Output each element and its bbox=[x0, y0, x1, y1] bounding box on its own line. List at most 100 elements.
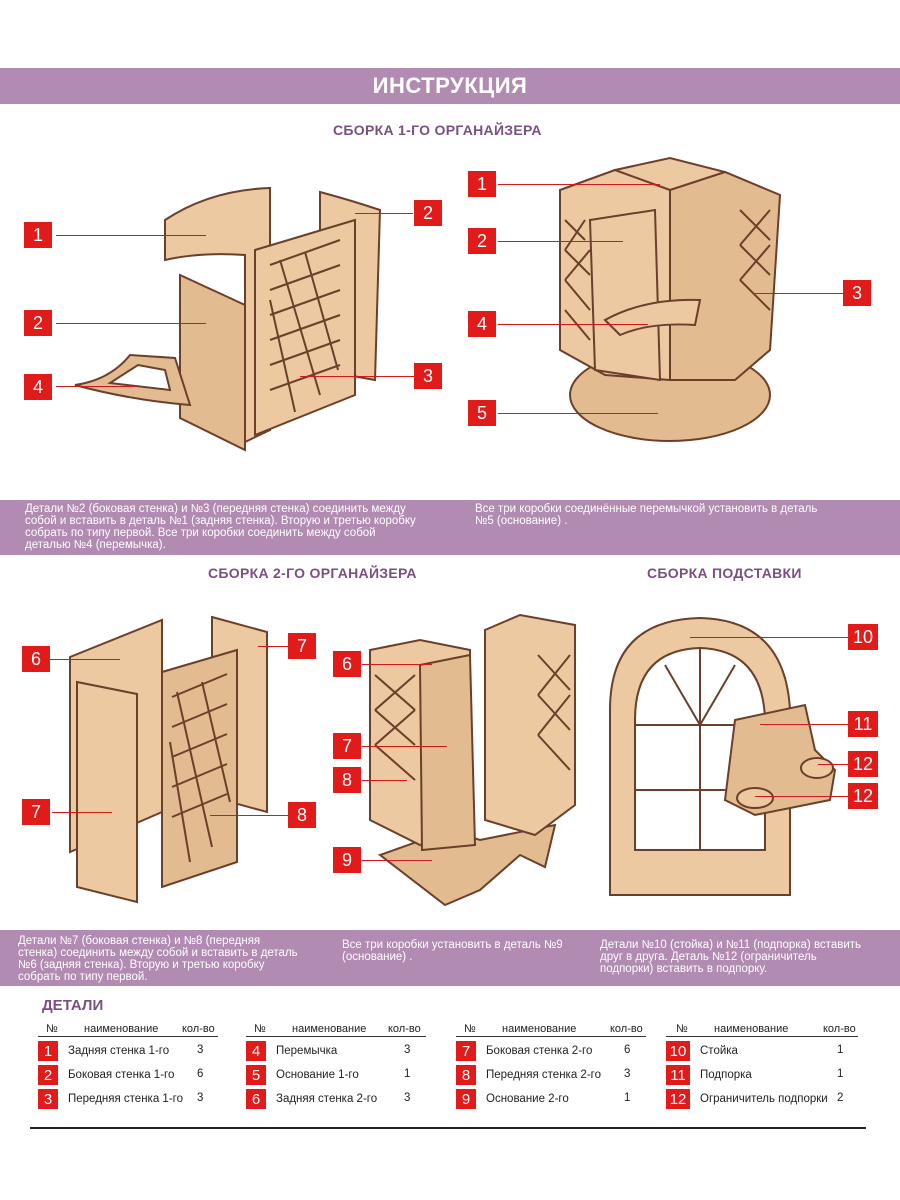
part-row: 12 Ограничитель подпорки bbox=[666, 1089, 828, 1109]
part-qty: 2 bbox=[837, 1092, 844, 1104]
callout-leader bbox=[760, 724, 848, 725]
callout-2: 2 bbox=[468, 228, 496, 254]
organizer-2-exploded-illustration bbox=[69, 615, 268, 904]
instruction-text: Детали №10 (стойка) и №11 (подпорка) вст… bbox=[600, 939, 862, 975]
part-qty: 1 bbox=[624, 1092, 631, 1104]
callout-7: 7 bbox=[333, 733, 361, 759]
callout-leader bbox=[818, 764, 848, 765]
part-qty: 3 bbox=[624, 1068, 631, 1080]
part-qty: 3 bbox=[197, 1044, 204, 1056]
callout-8: 8 bbox=[288, 802, 316, 828]
part-name: Боковая стенка 2-го bbox=[486, 1045, 593, 1057]
divider bbox=[456, 1036, 646, 1037]
description-band bbox=[0, 500, 900, 555]
part-row: 4 Перемычка bbox=[246, 1041, 337, 1061]
callout-leader bbox=[498, 413, 658, 414]
part-row: 5 Основание 1-го bbox=[246, 1065, 359, 1085]
callout-leader bbox=[498, 184, 660, 185]
part-qty: 1 bbox=[837, 1068, 844, 1080]
instruction-text: Все три коробки установить в деталь №9(о… bbox=[342, 939, 563, 963]
part-row: 1 Задняя стенка 1-го bbox=[38, 1041, 169, 1061]
callout-7: 7 bbox=[22, 799, 50, 825]
callout-4: 4 bbox=[468, 311, 496, 337]
callout-leader bbox=[498, 324, 648, 325]
col-head-name: наименование bbox=[292, 1023, 367, 1035]
organizer-1-exploded-illustration bbox=[74, 186, 382, 452]
callout-leader bbox=[362, 746, 447, 747]
part-number: 8 bbox=[456, 1065, 476, 1085]
part-number: 7 bbox=[456, 1041, 476, 1061]
bottom-divider bbox=[30, 1127, 866, 1129]
callout-6: 6 bbox=[22, 646, 50, 672]
part-qty: 1 bbox=[837, 1044, 844, 1056]
callout-4: 4 bbox=[24, 374, 52, 400]
callout-leader bbox=[50, 659, 120, 660]
description-band bbox=[0, 930, 900, 986]
organizer-2-assembled-illustration bbox=[369, 613, 576, 907]
page-banner: ИНСТРУКЦИЯ bbox=[0, 68, 900, 104]
parts-title: ДЕТАЛИ bbox=[42, 997, 104, 1014]
part-qty: 3 bbox=[404, 1044, 411, 1056]
part-name: Ограничитель подпорки bbox=[700, 1093, 828, 1105]
part-qty: 1 bbox=[404, 1068, 411, 1080]
part-qty: 3 bbox=[197, 1092, 204, 1104]
callout-1: 1 bbox=[24, 222, 52, 248]
part-number: 4 bbox=[246, 1041, 266, 1061]
instruction-text: Детали №2 (боковая стенка) и №3 (передня… bbox=[25, 503, 416, 551]
divider bbox=[246, 1036, 426, 1037]
instruction-text: Все три коробки соединённые перемычкой у… bbox=[475, 503, 818, 527]
col-head-num: № bbox=[464, 1023, 476, 1035]
col-head-qty: кол-во bbox=[182, 1023, 215, 1035]
part-row: 9 Основание 2-го bbox=[456, 1089, 569, 1109]
stand-illustration bbox=[609, 616, 837, 896]
callout-5: 5 bbox=[468, 400, 496, 426]
part-name: Основание 2-го bbox=[486, 1093, 569, 1105]
part-name: Задняя стенка 2-го bbox=[276, 1093, 378, 1105]
part-name: Стойка bbox=[700, 1045, 738, 1057]
callout-leader bbox=[498, 241, 623, 242]
organizer-1-assembled-illustration bbox=[559, 156, 782, 442]
page-title: ИНСТРУКЦИЯ bbox=[372, 73, 528, 98]
part-number: 12 bbox=[666, 1089, 690, 1109]
callout-7: 7 bbox=[288, 633, 316, 659]
callout-1: 1 bbox=[468, 171, 496, 197]
callout-leader bbox=[362, 860, 432, 861]
part-row: 7 Боковая стенка 2-го bbox=[456, 1041, 592, 1061]
part-number: 10 bbox=[666, 1041, 690, 1061]
callout-leader bbox=[56, 235, 206, 236]
part-number: 6 bbox=[246, 1089, 266, 1109]
callout-3: 3 bbox=[843, 280, 871, 306]
callout-2: 2 bbox=[414, 200, 442, 226]
callout-12: 12 bbox=[848, 751, 878, 777]
part-number: 1 bbox=[38, 1041, 58, 1061]
section-title-organizer-2: СБОРКА 2-ГО ОРГАНАЙЗЕРА bbox=[208, 565, 417, 581]
callout-leader bbox=[362, 664, 432, 665]
col-head-num: № bbox=[46, 1023, 58, 1035]
col-head-name: наименование bbox=[84, 1023, 159, 1035]
part-number: 9 bbox=[456, 1089, 476, 1109]
part-row: 6 Задняя стенка 2-го bbox=[246, 1089, 377, 1109]
callout-8: 8 bbox=[333, 767, 361, 793]
part-number: 5 bbox=[246, 1065, 266, 1085]
part-name: Основание 1-го bbox=[276, 1069, 359, 1081]
callout-leader bbox=[755, 293, 843, 294]
part-qty: 6 bbox=[624, 1044, 631, 1056]
part-qty: 6 bbox=[197, 1068, 204, 1080]
part-number: 11 bbox=[666, 1065, 690, 1085]
callout-10: 10 bbox=[848, 624, 878, 650]
part-name: Боковая стенка 1-го bbox=[68, 1069, 175, 1081]
callout-leader bbox=[362, 780, 407, 781]
callout-3: 3 bbox=[414, 363, 442, 389]
instruction-text: Детали №7 (боковая стенка) и №8 (передня… bbox=[18, 935, 298, 983]
col-head-name: наименование bbox=[502, 1023, 577, 1035]
divider bbox=[38, 1036, 218, 1037]
callout-12: 12 bbox=[848, 783, 878, 809]
callout-2: 2 bbox=[24, 310, 52, 336]
part-name: Задняя стенка 1-го bbox=[68, 1045, 170, 1057]
part-name: Перемычка bbox=[276, 1045, 338, 1057]
callout-leader bbox=[52, 812, 112, 813]
